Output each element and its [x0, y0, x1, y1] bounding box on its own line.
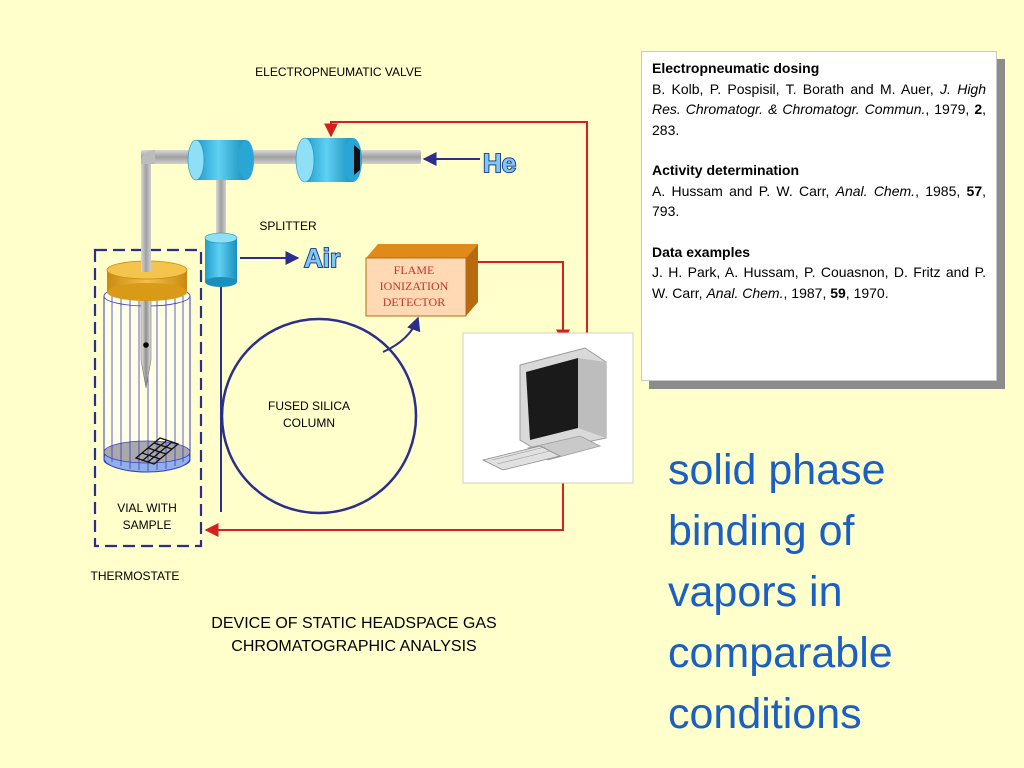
signal-arrows	[204, 121, 588, 537]
reference-title: Electropneumatic dosing	[652, 60, 820, 76]
air-gas-icon: Air	[304, 243, 340, 273]
vial-label-line-1: VIAL WITH	[117, 501, 177, 515]
reference-pages: 1970	[853, 284, 885, 301]
reference-title: Activity determination	[652, 162, 800, 178]
column-label-line-2: COLUMN	[282, 416, 335, 430]
fid-label-line-1: FLAME	[393, 263, 435, 277]
flame-ionization-detector-box	[365, 244, 478, 317]
reference-title: Data examples	[652, 243, 751, 260]
splitter-label: SPLITTER	[259, 219, 317, 233]
fid-label-line-3: DETECTOR	[382, 295, 446, 309]
reference-citation: A. Hussam and P. W. Carr, Anal. Chem., 1…	[652, 182, 986, 220]
reference-journal: Anal. Chem.	[706, 284, 784, 301]
splitter-icon	[204, 232, 238, 287]
electropneumatic-valve-label: ELECTROPNEUMATIC VALVE	[255, 65, 422, 79]
computer-icon	[462, 332, 634, 484]
reference-citation: B. Kolb, P. Pospisil, T. Borath and M. A…	[652, 80, 987, 138]
subtitle-line-1: solid phase	[668, 446, 886, 494]
vial-with-sample-label: VIAL WITH SAMPLE	[104, 500, 190, 534]
headspace-gc-diagram: He Air	[93, 121, 634, 548]
subtitle-line-2: binding of	[668, 507, 855, 555]
reference-entry: Activity determination A. Hussam and P. …	[652, 160, 986, 222]
fid-label-line-2: IONIZATION	[379, 279, 449, 293]
reference-entry: Data examples J. H. Park, A. Hussam, P. …	[652, 242, 986, 304]
vial-label-line-2: SAMPLE	[122, 518, 172, 532]
subtitle-line-4: comparable	[668, 629, 893, 677]
column-label-line-1: FUSED SILICA	[267, 399, 351, 413]
subtitle-line-3: vapors in	[668, 568, 843, 616]
flame-ionization-detector-label: FLAME IONIZATION DETECTOR	[368, 262, 460, 310]
reference-authors: J. H. Park, A. Hussam, P. Couasnon, D. F…	[652, 264, 986, 301]
reference-pages: 793	[652, 203, 676, 219]
subtitle-line-5: conditions	[668, 690, 862, 738]
sample-grid-icon	[134, 437, 180, 465]
electropneumatic-valve-icon	[295, 137, 362, 183]
valve-cylinder-1	[187, 139, 254, 181]
reference-year: 1987	[791, 284, 823, 301]
caption-line-2: CHROMATOGRAPHIC ANALYSIS	[231, 638, 477, 655]
slide-subtitle: solid phase binding of vapors in compara…	[668, 440, 1018, 745]
vial-cap-icon	[106, 260, 188, 301]
caption-line-1: DEVICE OF STATIC HEADSPACE GAS	[211, 615, 497, 632]
reference-journal: Anal. Chem.	[835, 182, 916, 199]
reference-volume: 2	[974, 101, 983, 117]
reference-authors: A. Hussam and P. W. Carr,	[652, 182, 830, 199]
reference-pages: 283	[652, 121, 676, 138]
reference-citation: J. H. Park, A. Hussam, P. Couasnon, D. F…	[652, 264, 986, 301]
reference-year: 1985	[925, 182, 957, 199]
thermostate-box	[93, 248, 203, 548]
references-box: Electropneumatic dosing B. Kolb, P. Posp…	[641, 51, 997, 381]
diagram-caption: DEVICE OF STATIC HEADSPACE GAS CHROMATOG…	[150, 612, 558, 658]
reference-entry: Electropneumatic dosing B. Kolb, P. Posp…	[652, 58, 986, 140]
reference-authors: B. Kolb, P. Pospisil, T. Borath and M. A…	[652, 80, 934, 97]
he-gas-icon: He	[483, 148, 516, 178]
reference-volume: 59	[830, 284, 846, 301]
reference-year: 1979	[934, 101, 966, 117]
reference-journal: J. High Res. Chromatogr. & Chromatogr. C…	[652, 80, 987, 118]
reference-volume: 57	[966, 182, 983, 199]
gas-flow-arrows	[220, 152, 480, 512]
fused-silica-column-label: FUSED SILICA COLUMN	[254, 398, 364, 432]
thermostate-label: THERMOSTATE	[90, 569, 180, 583]
